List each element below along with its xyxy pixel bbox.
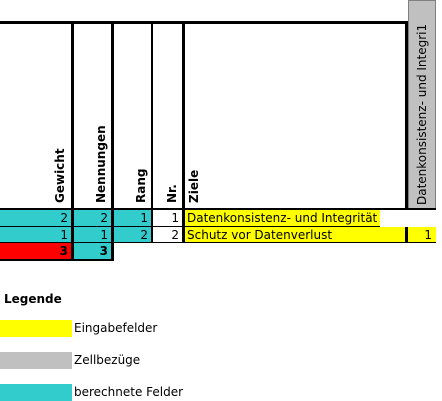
legend-label-input: Eingabefelder [74, 321, 158, 335]
row1-rang-cell[interactable] [114, 210, 151, 226]
row1-nr-cell[interactable] [153, 210, 182, 226]
row2-ziel-cell[interactable] [185, 227, 436, 243]
header-nennungen[interactable]: Nennungen [94, 125, 108, 203]
row2-nennungen: 1 [100, 228, 108, 242]
reference-column-label: Datenkonsistenz- und Integri1 [415, 23, 429, 205]
row1-nennungen: 2 [100, 211, 108, 225]
row2-rang: 2 [140, 228, 148, 242]
data-sep-3 [151, 210, 153, 243]
header-bottom-border [0, 208, 436, 210]
row1-gewicht: 2 [60, 211, 68, 225]
header-top-border [0, 21, 408, 24]
data-sep-1 [71, 210, 74, 260]
row2-rang-cell[interactable] [114, 227, 151, 243]
row2-nr: 2 [171, 228, 179, 242]
col-sep-3 [151, 21, 153, 210]
row-separator-1 [0, 226, 380, 227]
row2-ziel: Schutz vor Datenverlust [187, 228, 333, 242]
header-ziele[interactable]: Ziele [187, 169, 201, 203]
header-nr[interactable]: Nr. [165, 184, 179, 203]
col-sep-5 [405, 21, 408, 210]
total-nennungen-cell[interactable] [74, 243, 111, 259]
legend-swatch-reference [0, 352, 72, 369]
col-sep-4 [182, 21, 185, 210]
data-sep-4 [182, 210, 185, 243]
row2-gewicht-cell[interactable] [0, 227, 71, 243]
row1-ziel: Datenkonsistenz- und Integrität [187, 211, 378, 225]
row2-nr-cell[interactable] [153, 227, 182, 243]
row1-nr: 1 [171, 211, 179, 225]
row1-gewicht-cell[interactable] [0, 210, 71, 226]
row2-nennungen-cell[interactable] [74, 227, 111, 243]
legend-title: Legende [4, 292, 62, 306]
legend-label-calculated: berechnete Felder [74, 385, 184, 399]
legend-swatch-calculated [0, 384, 72, 401]
legend-swatch-input [0, 320, 72, 337]
total-gewicht-cell[interactable] [0, 243, 71, 259]
data-sep-2 [111, 210, 114, 260]
col-sep-1 [71, 21, 74, 210]
legend-label-reference: Zellbezüge [74, 353, 141, 367]
header-rang[interactable]: Rang [134, 168, 148, 203]
row1-rang: 1 [140, 211, 148, 225]
col-sep-2 [111, 21, 114, 210]
total-nennungen: 3 [99, 244, 108, 258]
row1-ziel-cell[interactable] [185, 210, 380, 226]
totals-bottom-border [0, 259, 114, 261]
total-gewicht: 3 [59, 244, 68, 258]
row1-nennungen-cell[interactable] [74, 210, 111, 226]
row2-ref: 1 [424, 228, 432, 242]
reference-column-header[interactable] [408, 0, 436, 210]
rows-bottom-border [0, 242, 436, 243]
data-sep-ref [405, 227, 408, 243]
row2-gewicht: 1 [60, 228, 68, 242]
header-gewicht[interactable]: Gewicht [53, 148, 67, 203]
